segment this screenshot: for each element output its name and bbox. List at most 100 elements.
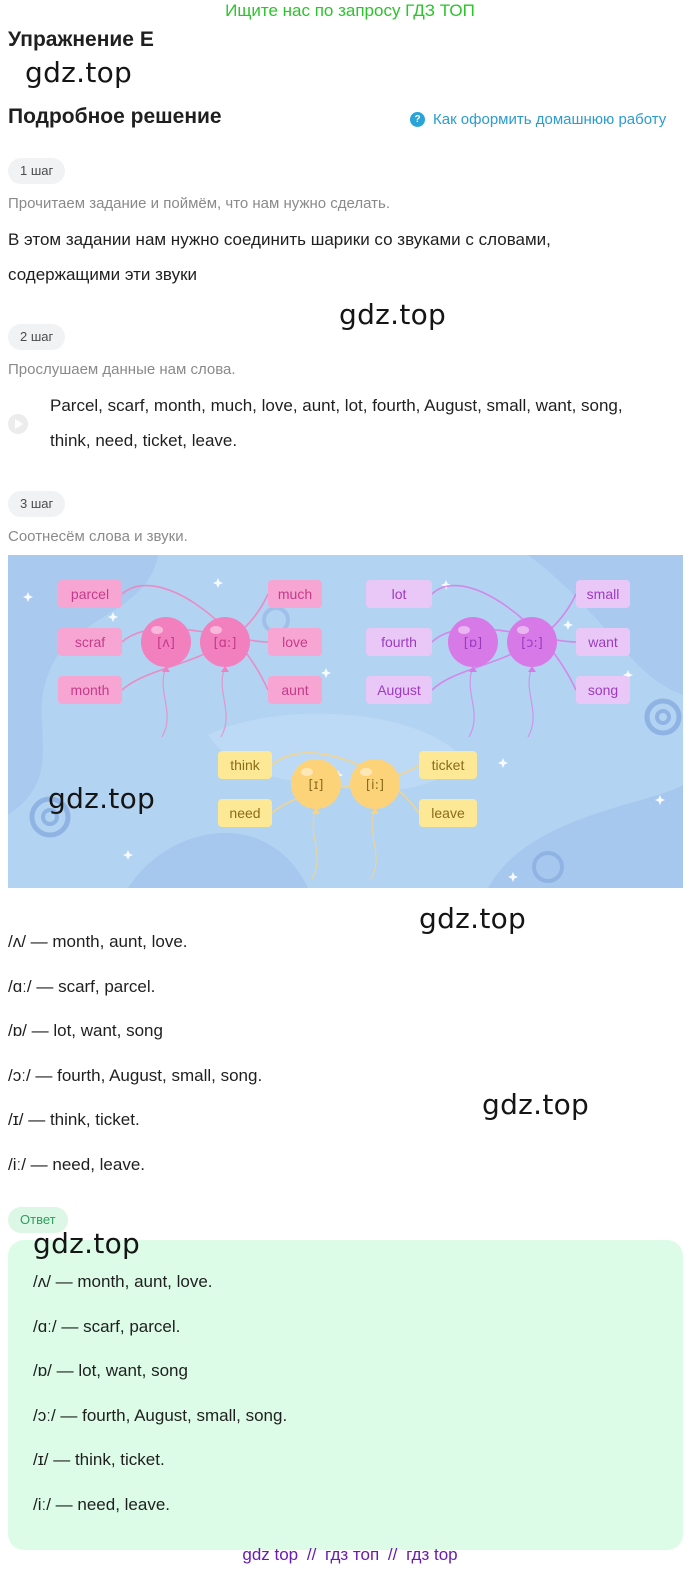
balloon-string xyxy=(161,666,168,738)
word-label: song xyxy=(588,682,618,698)
answer-line: /ɔː/ — fourth, August, small, song. xyxy=(33,1406,288,1425)
star-icon xyxy=(441,580,451,590)
swirl-decoration xyxy=(29,796,71,838)
watermark: gdz.top xyxy=(48,782,156,815)
balloon-knot xyxy=(162,666,170,672)
watermark: gdz.top xyxy=(419,902,527,935)
balloon-string xyxy=(468,666,475,738)
result-line: /ɪ/ — think, ticket. xyxy=(8,1110,140,1129)
watermark: gdz.top xyxy=(339,298,447,331)
balloon xyxy=(507,617,557,667)
word-card xyxy=(58,676,122,704)
connector-line xyxy=(121,627,269,643)
step-3-badge: 3 шаг xyxy=(8,491,66,517)
word-label: fourth xyxy=(381,634,417,650)
word-card xyxy=(366,580,432,608)
footer-link[interactable]: гдз топ xyxy=(325,1545,380,1564)
top-banner: Ищите нас по запросу ГДЗ ТОП xyxy=(225,1,475,20)
word-label: scraf xyxy=(75,634,105,650)
balloon-knot xyxy=(312,808,320,814)
balloon-string xyxy=(527,666,534,738)
connector-line xyxy=(431,584,577,691)
bg-blob xyxy=(528,555,683,695)
balloon xyxy=(291,759,341,809)
word-card xyxy=(366,628,432,656)
word-label: August xyxy=(377,682,421,698)
sound-groups: [ʌ][ɑ:]parcelscrafmonthmuchloveaunt[ɒ][ɔ… xyxy=(58,580,630,880)
word-label: month xyxy=(71,682,110,698)
step-2-badge: 2 шаг xyxy=(8,324,66,350)
footer-separator: // xyxy=(306,1545,317,1564)
connector-line xyxy=(431,627,577,643)
star-icon xyxy=(321,668,331,678)
howto-link-label: Как оформить домашнюю работу xyxy=(433,110,667,128)
step-1-line: В этом задании нам нужно соединить шарик… xyxy=(8,230,551,249)
word-label: much xyxy=(278,586,312,602)
balloon-shine xyxy=(301,768,313,776)
play-icon xyxy=(15,419,23,429)
balloon-knot xyxy=(469,666,477,672)
word-card xyxy=(268,628,322,656)
answer-line: /ɒ/ — lot, want, song xyxy=(33,1361,188,1380)
footer-link[interactable]: gdz top xyxy=(242,1545,299,1564)
play-audio-button[interactable] xyxy=(8,414,28,434)
bg-blob xyxy=(128,832,308,888)
balloon-shine xyxy=(360,768,372,776)
word-card xyxy=(419,751,477,779)
help-icon: ? xyxy=(410,111,425,127)
sound-label: [i:] xyxy=(366,778,384,793)
sound-label: [ɒ] xyxy=(464,636,482,651)
swirl-decoration xyxy=(655,709,671,725)
balloon-string xyxy=(311,808,318,880)
connector-line xyxy=(431,593,577,691)
balloon xyxy=(200,617,250,667)
balloon-knot xyxy=(371,808,379,814)
result-line: /ɑː/ — scarf, parcel. xyxy=(8,977,156,996)
exercise-title: Упражнение E xyxy=(8,28,154,51)
word-card xyxy=(576,580,630,608)
star-icon xyxy=(108,612,118,622)
sound-label: [ʌ] xyxy=(157,636,175,651)
footer-links: gdz top // гдз топ // гдз top xyxy=(0,1545,700,1565)
step-2-words: Parcel, scarf, month, much, love, aunt, … xyxy=(50,388,690,458)
word-card xyxy=(576,676,630,704)
answer-line: /ɪ/ — think, ticket. xyxy=(33,1450,165,1469)
sound-label: [ɔ:] xyxy=(521,636,543,651)
answer-box xyxy=(8,1240,683,1550)
watermark: gdz.top xyxy=(482,1088,590,1121)
balloon-knot xyxy=(528,666,536,672)
star-icon xyxy=(508,872,518,882)
balloon xyxy=(448,617,498,667)
footer-separator: // xyxy=(387,1545,398,1564)
connector-line xyxy=(121,584,269,691)
sound-label: [ɑ:] xyxy=(214,636,237,651)
star-icon xyxy=(498,758,508,768)
swirl-decoration xyxy=(41,808,59,826)
star-icon xyxy=(563,620,573,630)
connector-line xyxy=(121,593,269,691)
balloon-shine xyxy=(458,626,470,634)
word-label: leave xyxy=(431,805,465,821)
word-label: need xyxy=(229,805,260,821)
footer-link[interactable]: гдз top xyxy=(406,1545,458,1564)
result-line: /iː/ — need, leave. xyxy=(8,1155,146,1174)
word-label: lot xyxy=(392,586,407,602)
step-1-badge: 1 шаг xyxy=(8,158,66,184)
connector-line xyxy=(271,752,420,814)
result-line: /ʌ/ — month, aunt, love. xyxy=(8,932,188,951)
balloon-shine xyxy=(210,626,222,634)
balloon-string xyxy=(220,666,227,738)
watermark: gdz.top xyxy=(33,1227,141,1260)
answer-line: /iː/ — need, leave. xyxy=(33,1495,171,1514)
word-card xyxy=(268,676,322,704)
howto-link[interactable]: ? Как оформить домашнюю работу xyxy=(410,108,666,130)
star-icon xyxy=(123,850,133,860)
balloon-shine xyxy=(151,626,163,634)
word-card xyxy=(366,676,432,704)
answer-line: /ʌ/ — month, aunt, love. xyxy=(33,1272,213,1291)
balloon xyxy=(350,759,400,809)
